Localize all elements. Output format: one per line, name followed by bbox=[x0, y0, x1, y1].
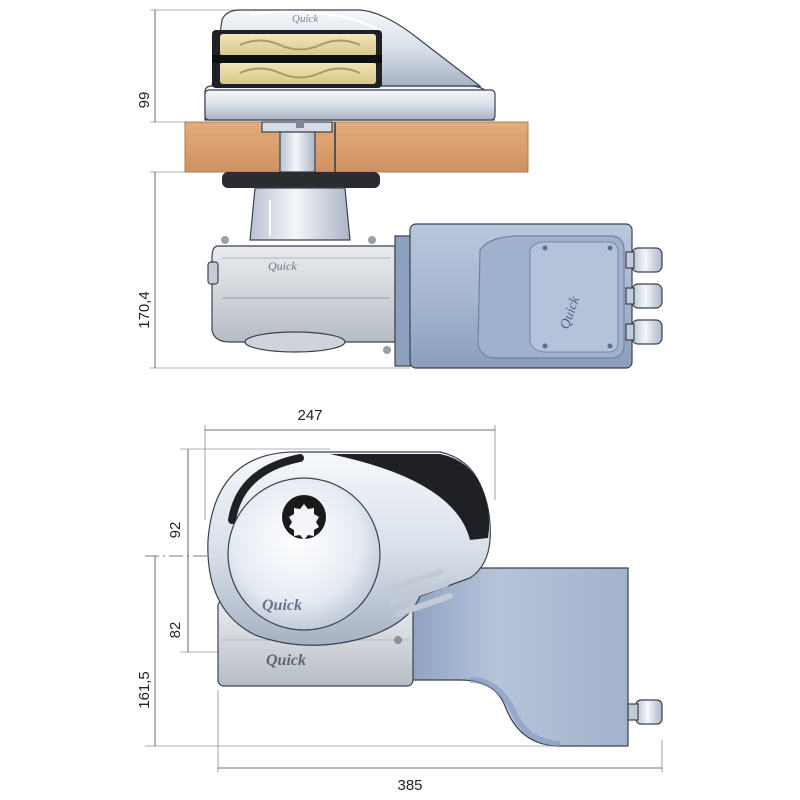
motor-housing-plan bbox=[409, 567, 629, 747]
gearbox-body: Quick bbox=[207, 236, 396, 354]
dimension-385-label: 385 bbox=[397, 777, 422, 794]
dimension-385: 385 bbox=[217, 690, 663, 794]
dimension-92-label: 92 bbox=[167, 522, 184, 539]
gypsy-wheel bbox=[212, 30, 382, 88]
motor-housing: Quick bbox=[409, 223, 633, 369]
cable-glands-top bbox=[625, 247, 663, 345]
capstan-drum: Quick bbox=[227, 477, 381, 631]
top-cover-logo: Quick bbox=[292, 13, 319, 25]
top-gearbox-logo: Quick bbox=[268, 259, 297, 273]
bottom-view: 247 92 82 161,5 385 bbox=[136, 407, 663, 794]
dimension-247-label: 247 bbox=[297, 407, 322, 424]
dimension-82-label: 82 bbox=[167, 622, 184, 639]
gearbox-neck bbox=[249, 187, 351, 241]
bottom-cover-logo: Quick bbox=[262, 597, 302, 614]
dimension-161-5-label: 161,5 bbox=[136, 671, 153, 709]
cable-glands-bottom bbox=[627, 699, 663, 725]
dimension-247: 247 bbox=[204, 407, 496, 520]
bottom-gearbox-logo: Quick bbox=[266, 652, 306, 669]
dimension-170-4-label: 170,4 bbox=[136, 291, 153, 329]
top-view: 99 170,4 Quick bbox=[136, 9, 663, 369]
dimension-92: 92 bbox=[167, 448, 330, 556]
cover-base-plate bbox=[204, 89, 496, 121]
dimension-99-label: 99 bbox=[136, 92, 153, 109]
deck-board bbox=[184, 121, 529, 173]
motor-coupling bbox=[394, 235, 412, 367]
dimension-170-4: 170,4 bbox=[136, 171, 410, 369]
under-deck-flange bbox=[222, 172, 380, 188]
through-deck-shaft bbox=[261, 120, 336, 173]
dimension-161-5: 161,5 bbox=[136, 556, 560, 747]
